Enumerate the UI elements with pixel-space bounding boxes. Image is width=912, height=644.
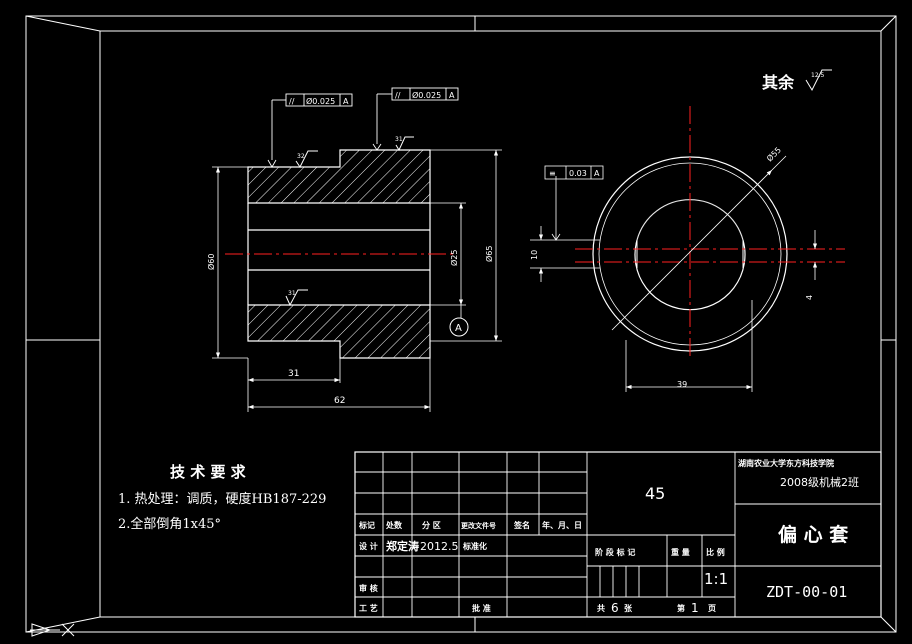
sheets-unit: 张 [624, 604, 633, 613]
tol-symbol-left: // [289, 97, 295, 106]
col-date: 年、月、日 [542, 520, 582, 530]
standardize-label: 标准化 [462, 541, 487, 551]
dim-dia-right: Ø65 [484, 246, 494, 262]
tol-datum-left: A [343, 97, 349, 106]
tol-symbol-top: // [395, 91, 401, 100]
section-view: 31 62 Ø60 Ø65 Ø25 A 32 31 31 // Ø0.025 A… [206, 87, 502, 412]
tech-req-title: 技 术 要 求 [170, 463, 247, 481]
dim-dia-left: Ø60 [206, 254, 216, 270]
dim-dia-bore: Ø25 [449, 250, 459, 266]
dim-62: 62 [334, 396, 345, 406]
weight-label: 重 量 [671, 547, 690, 557]
title-block-text: 45 湖南农业大学东方科技学院 2008级机械2班 偏 心 套 ZDT-00-0… [358, 458, 859, 615]
designer-name: 郑定涛 [386, 539, 419, 553]
stage-mark-label: 阶 段 标 记 [595, 547, 635, 557]
review-label: 审 核 [359, 583, 378, 593]
roughness-31b: 31 [288, 290, 296, 297]
roughness-marks [285, 136, 414, 307]
datum-circle [449, 317, 469, 337]
tol-value-top: Ø0.025 [412, 90, 441, 100]
rest-roughness-label: 其余 [762, 73, 795, 92]
tol-symmetry-value: 0.03 [569, 169, 587, 178]
design-label: 设 计 [359, 541, 378, 551]
col-sign: 签名 [513, 520, 530, 530]
tech-req-line2: 2.全部倒角1x45° [118, 516, 221, 532]
dim-10: 10 [530, 250, 539, 260]
hatch-lower [247, 304, 431, 359]
design-date: 2012.5 [420, 540, 459, 553]
tol-datum-top: A [449, 91, 455, 100]
tol-symmetry-datum: A [594, 169, 600, 178]
dim-r55: Ø55 [764, 145, 783, 164]
tol-symmetry-symbol: ≡ [549, 169, 556, 178]
col-change-doc: 更改文件号 [461, 521, 496, 530]
school-name: 湖南农业大学东方科技学院 [738, 458, 834, 468]
dim-keyway: 4 [805, 295, 814, 300]
class-name: 2008级机械2班 [780, 475, 859, 489]
arrow-mark-icon [30, 623, 75, 637]
roughness-symbol-icon [805, 69, 832, 92]
tech-req-line1: 1. 热处理：调质，硬度HB187-229 [118, 491, 326, 507]
dim-31: 31 [288, 369, 299, 379]
sheets-label: 共 [597, 603, 605, 613]
part-name: 偏 心 套 [778, 523, 849, 546]
scale-label: 比 例 [706, 547, 725, 557]
col-zone: 分 区 [422, 520, 441, 530]
end-view: Ø55 39 10 4 ≡ 0.03 A [530, 106, 845, 392]
rest-roughness-value: 12.5 [811, 72, 825, 79]
sheets-count: 6 [611, 601, 619, 615]
sheet-label: 第 [677, 603, 685, 613]
roughness-32: 32 [297, 153, 305, 160]
hatch-upper [247, 149, 431, 204]
technical-requirements: 技 术 要 求 1. 热处理：调质，硬度HB187-229 2.全部倒角1x45… [118, 463, 326, 532]
col-mark: 标记 [358, 520, 375, 530]
title-block [354, 451, 882, 618]
approve-label: 批 准 [472, 603, 491, 613]
dim-39: 39 [677, 380, 687, 389]
roughness-31a: 31 [395, 136, 403, 143]
page-label: 页 [708, 604, 716, 613]
process-label: 工 艺 [359, 603, 378, 613]
drawing-number: ZDT-00-01 [766, 583, 847, 601]
sheet-number: 1 [691, 601, 699, 615]
tol-value-left: Ø0.025 [306, 96, 335, 106]
datum-label: A [455, 323, 462, 334]
col-count: 处数 [385, 520, 403, 530]
scale-value: 1:1 [704, 570, 728, 588]
material-value: 45 [645, 484, 665, 503]
